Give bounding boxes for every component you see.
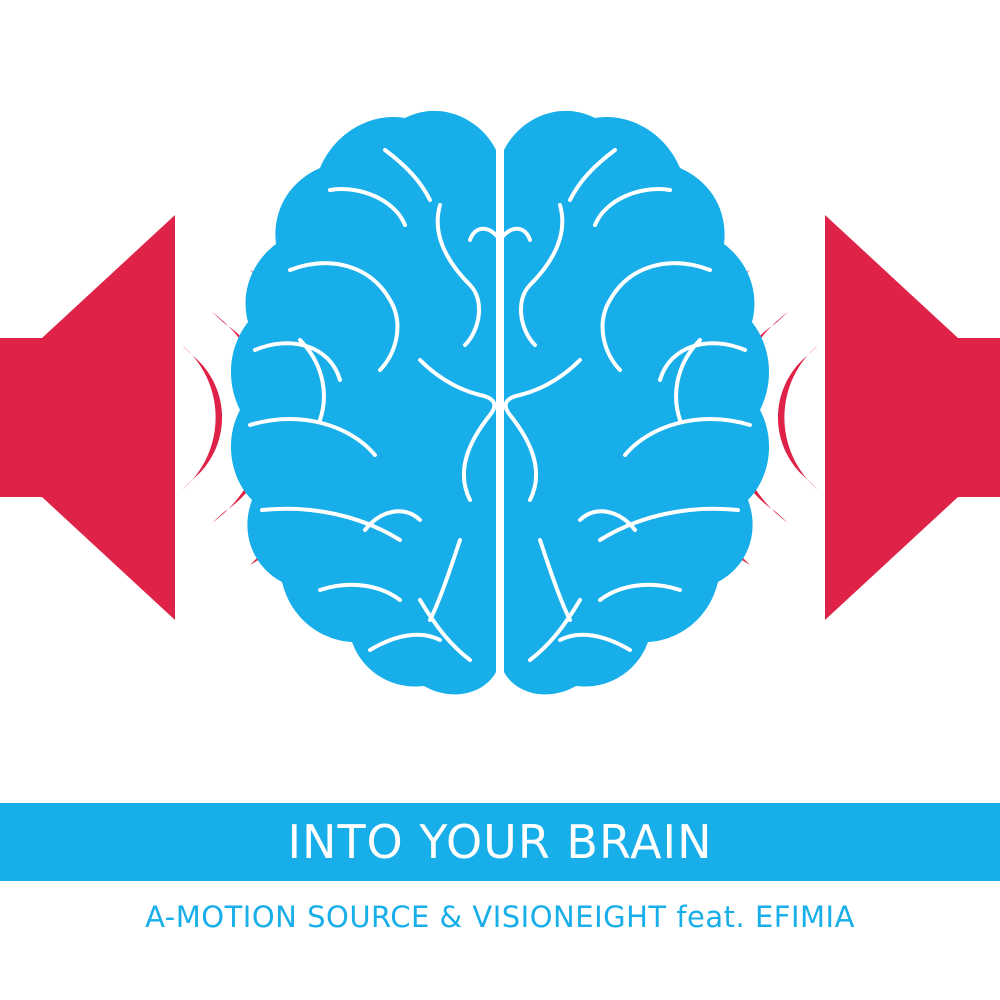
brain-icon (230, 110, 770, 695)
brain-left-hemisphere (230, 110, 496, 695)
artist-credit: A-MOTION SOURCE & VISIONEIGHT feat. EFIM… (145, 900, 855, 934)
brain-right-hemisphere (504, 110, 770, 695)
album-title: INTO YOUR BRAIN (287, 815, 713, 869)
title-banner: INTO YOUR BRAIN (0, 803, 1000, 881)
